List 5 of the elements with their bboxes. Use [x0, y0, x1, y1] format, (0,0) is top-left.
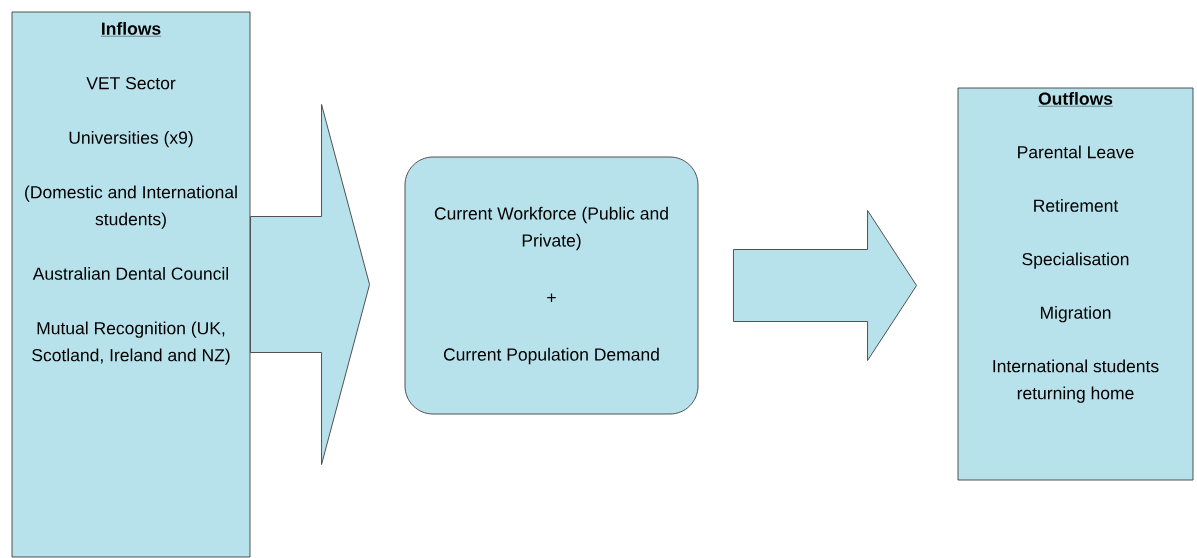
- list-box: Inflows VET Sector Universities (x9) (Domestic and International students) Australian Dental Council Mutual Recognition (UK, Scotland, Ireland and NZ): [11, 11, 251, 558]
- rounded-box: Current Workforce (Public and Private) + Current Population Demand: [404, 156, 699, 415]
- list-box: Outflows Parental Leave Retirement Specialisation Migration International students returning home: [957, 87, 1194, 481]
- block-arrow: [250, 104, 370, 465]
- block-arrow: [733, 210, 917, 361]
